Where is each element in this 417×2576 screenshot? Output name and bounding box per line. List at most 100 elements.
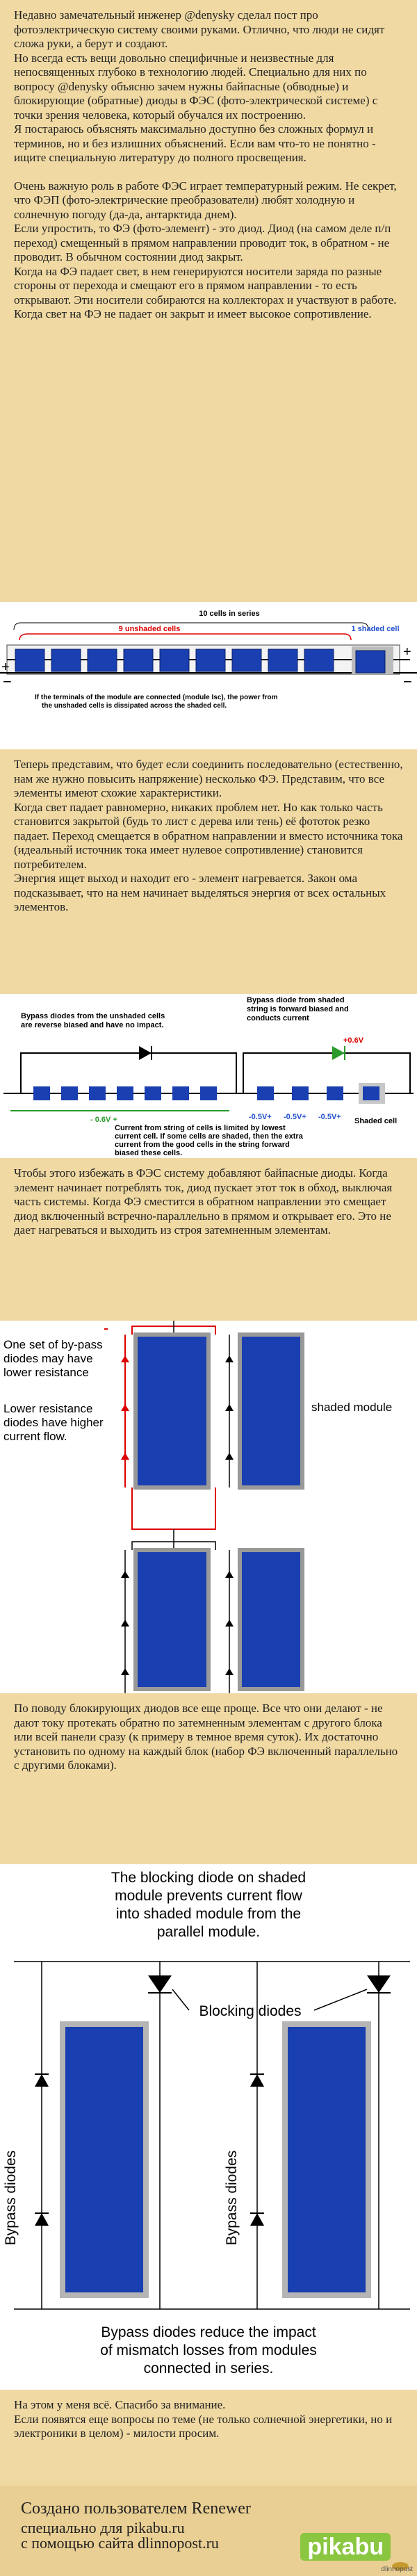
diagram-bypass-bias: Bypass diodes from the unshaded cells ar…	[0, 994, 417, 1158]
note-line: The blocking diode on shaded	[111, 1870, 306, 1886]
diagram-cells-in-series: 10 cells in series 9 unshaded cells 1 sh…	[0, 602, 417, 749]
solar-cells	[33, 1083, 385, 1104]
bypass-diode	[121, 1571, 129, 1578]
paragraph: На этом у меня всё. Спасибо за внимание.	[14, 2398, 226, 2411]
bypass-diode	[121, 1404, 129, 1411]
note-line: lower resistance	[3, 1366, 89, 1379]
bypass-diodes-label: Bypass diodes	[3, 2151, 19, 2246]
note-line: conducts current	[247, 1014, 309, 1022]
paragraph: Когда свет падает равномерно, никаких пр…	[14, 800, 403, 871]
text-block-blocking: По поводу блокирующих диодов все еще про…	[0, 1693, 417, 1864]
note-line: diodes have higher	[3, 1416, 104, 1429]
bypass-diode-forward	[332, 1046, 345, 1060]
solar-cell	[257, 1086, 274, 1100]
shaded-solar-cell	[355, 650, 386, 674]
solar-cell	[159, 649, 190, 672]
coin-icon	[392, 2562, 409, 2570]
bypass-diode-reverse	[139, 1046, 152, 1060]
bypass-diode	[225, 1571, 234, 1578]
paragraph: Энергия ищет выход и находит его - элеме…	[14, 872, 386, 913]
plus-terminal-left: +	[1, 660, 10, 675]
note-line: current flow.	[3, 1430, 67, 1443]
solar-cell	[87, 649, 117, 672]
paragraph: Если упростить, то ФЭ (фото-элемент) - э…	[14, 222, 391, 263]
bypass-diodes-label: Bypass diodes	[224, 2151, 240, 2246]
unshaded-cells-label: 9 unshaded cells	[119, 625, 181, 633]
paragraph: Когда на ФЭ падает свет, в нем генерирую…	[14, 264, 397, 307]
shaded-module-label: shaded module	[311, 1401, 392, 1414]
blocking-diode	[367, 1975, 391, 1993]
bypass-diodes	[35, 2073, 264, 2226]
text-block-intro: Недавно замечательный инженер @denysky с…	[0, 0, 417, 598]
voltage-label: -0.5V+	[284, 1113, 306, 1121]
blocking-diode	[148, 1975, 172, 1993]
paragraph	[14, 165, 403, 179]
solar-cell	[61, 1086, 78, 1100]
bypass-diode	[225, 1355, 234, 1362]
solar-panel-shaded	[238, 1332, 304, 1490]
note-line: parallel module.	[157, 1924, 260, 1940]
minus-terminal-right: −	[403, 673, 412, 690]
solar-cell	[51, 649, 81, 672]
solar-cell	[89, 1086, 106, 1100]
paragraph: Если появятся еще вопросы по теме (не то…	[14, 2412, 393, 2440]
paragraph: Но всегда есть вещи довольно специфичные…	[14, 51, 378, 122]
shaded-solar-cell	[363, 1086, 379, 1100]
solar-panel	[60, 2021, 149, 2298]
shaded-cell-label: Shaded cell	[354, 1117, 397, 1125]
note-line: module prevents current flow	[115, 1888, 302, 1904]
bypass-diode	[121, 1355, 129, 1362]
note-line: string is forward biased and	[247, 1005, 349, 1013]
footer-generator: с помощью сайта dlinnopost.ru	[21, 2534, 219, 2552]
voltage-label: +0.6V	[343, 1036, 364, 1045]
note-line: One set of by-pass	[3, 1338, 103, 1351]
bypass-diode	[121, 1668, 129, 1675]
circuit	[14, 1961, 410, 2310]
solar-panel	[133, 1332, 211, 1490]
note-line: Lower resistance	[3, 1402, 93, 1415]
text-block-bypass: Чтобы этого избежать в ФЭС систему добав…	[0, 1158, 417, 1321]
caption-line: If the terminals of the module are conne…	[35, 694, 278, 701]
caption-line: the unshaded cells is dissipated across …	[42, 702, 227, 710]
note-line: Current from string of cells is limited …	[115, 1124, 286, 1132]
note-line: current from the good cells in the strin…	[115, 1141, 290, 1149]
brace-top	[13, 622, 369, 630]
solar-cell	[268, 649, 298, 672]
note-line: diodes may have	[3, 1352, 93, 1365]
footer-site: специально для pikabu.ru	[21, 2519, 185, 2536]
note-line: biased these cells.	[115, 1149, 182, 1157]
solar-cells	[15, 646, 393, 674]
paragraph: Недавно замечательный инженер @denysky с…	[14, 8, 385, 50]
text-block-series: Теперь представим, что будет если соедин…	[0, 749, 417, 994]
solar-cell	[123, 649, 154, 672]
bypass-diode	[121, 1453, 129, 1460]
paragraph: Чтобы этого избежать в ФЭС систему добав…	[14, 1166, 393, 1237]
plus-terminal-right: +	[403, 644, 411, 660]
pikabu-logo[interactable]: pikabu	[300, 2533, 391, 2561]
note-line: Bypass diodes from the unshaded cells	[21, 1012, 165, 1020]
paragraph: Теперь представим, что будет если соедин…	[14, 758, 403, 799]
bypass-diode	[225, 1668, 234, 1675]
brace-unshaded	[19, 633, 352, 641]
diagram-blocking-diodes: The blocking diode on shaded module prev…	[0, 1864, 417, 2390]
solar-cell	[304, 649, 334, 672]
bypass-diode	[225, 1453, 234, 1460]
paragraph: Я постараюсь объяснять максимально досту…	[14, 122, 376, 164]
solar-panel	[133, 1548, 211, 1691]
voltage-label: -0.5V+	[318, 1113, 341, 1121]
footer-credit: dlinnopost	[381, 2566, 413, 2573]
note-line: of mismatch losses from modules	[100, 2342, 317, 2358]
solar-cell	[15, 649, 45, 672]
note-line: current cell. If some cells are shaded, …	[115, 1132, 304, 1141]
paragraph: По поводу блокирующих диодов все еще про…	[14, 1702, 398, 1772]
solar-panel	[282, 2021, 371, 2298]
note-line: are reverse biased and have no impact.	[21, 1021, 163, 1029]
solar-cell	[195, 649, 226, 672]
solar-cell	[172, 1086, 189, 1100]
note-line: into shaded module from the	[116, 1906, 301, 1922]
paragraph: Очень важную роль в работе ФЭС играет те…	[14, 179, 397, 221]
bypass-diode	[121, 1620, 129, 1627]
paragraph: Когда свет на ФЭ не падает он закрыт и и…	[14, 307, 372, 320]
bypass-diode	[225, 1620, 234, 1627]
